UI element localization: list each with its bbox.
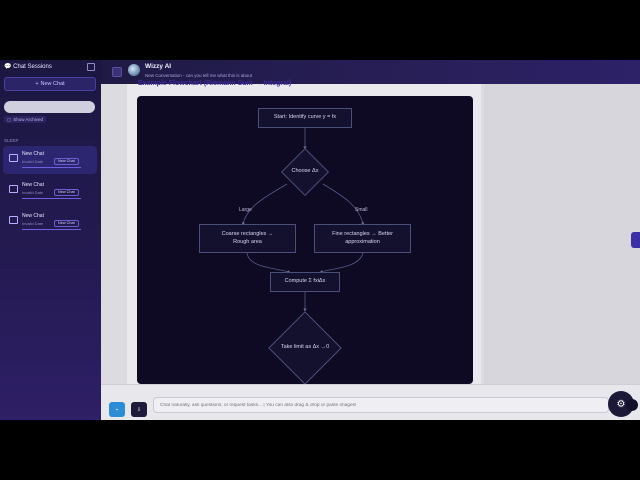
assistant-avatar [128, 64, 140, 76]
edge-label-large: Large [239, 207, 252, 213]
flow-node-coarse: Coarse rectangles →Rough area [199, 224, 296, 253]
plus-icon: + [35, 81, 39, 87]
session-title: New Chat [22, 213, 44, 219]
main-panel: Wizzy AI New Conversation - can you tell… [101, 60, 640, 420]
assistant-name: Wizzy AI [145, 63, 172, 70]
composer-bar: ⌁ ⇩ ⚙ [101, 384, 640, 420]
flow-node-compute: Compute Σ fxiΔx [270, 272, 340, 292]
voice-icon[interactable]: ⌁ [109, 402, 125, 417]
session-tag: New Chat [54, 158, 79, 165]
section-label: SLEEP [4, 138, 19, 143]
archive-icon: ▢ [7, 116, 12, 122]
session-title: New Chat [22, 151, 44, 157]
message-content: Example Flowchart (Riemann Sum → Integra… [127, 80, 481, 384]
session-divider [22, 167, 81, 168]
session-item[interactable]: New Chat Invalid Date New Chat [3, 146, 97, 174]
flow-decision-label: Take limit as Δx →0 [280, 344, 330, 350]
session-item[interactable]: New Chat Invalid Date New Chat [3, 208, 97, 236]
session-date: Invalid Date [22, 159, 44, 164]
right-panel [484, 84, 640, 384]
session-tag: New Chat [54, 189, 79, 196]
chat-icon [9, 216, 18, 224]
side-panel-toggle-icon[interactable] [631, 232, 640, 248]
chat-bubble-icon: 💬 [4, 64, 12, 70]
theme-toggle-icon[interactable] [626, 399, 638, 411]
session-search-input[interactable] [4, 101, 95, 113]
sidebar-title: 💬 Chat Sessions [4, 64, 52, 70]
session-date: Invalid Date [22, 190, 44, 195]
app-window: 💬 Chat Sessions + New Chat ▢ Show Archiv… [0, 60, 640, 420]
conversation-subtitle: New Conversation - can you tell me what … [145, 73, 253, 78]
chat-header: Wizzy AI New Conversation - can you tell… [101, 60, 640, 84]
edge-label-small: Small [355, 207, 368, 213]
flowchart-diagram: Start: Identify curve y = fx Choose Δx L… [137, 96, 473, 384]
download-icon[interactable]: ⇩ [131, 402, 147, 417]
session-divider [22, 198, 81, 199]
show-archived-button[interactable]: ▢ Show Archived [4, 116, 47, 123]
toggle-sidebar-icon[interactable] [112, 67, 122, 77]
chat-icon [9, 154, 18, 162]
session-divider [22, 229, 81, 230]
collapse-sidebar-icon[interactable] [87, 63, 95, 71]
session-item[interactable]: New Chat Invalid Date New Chat [3, 177, 97, 205]
flow-node-start: Start: Identify curve y = fx [258, 108, 352, 128]
session-tag: New Chat [54, 220, 79, 227]
new-chat-button[interactable]: + New Chat [4, 77, 96, 91]
chat-input[interactable] [153, 397, 609, 413]
chat-icon [9, 185, 18, 193]
sidebar: 💬 Chat Sessions + New Chat ▢ Show Archiv… [0, 60, 101, 420]
flowchart-heading: Example Flowchart (Riemann Sum → Integra… [138, 80, 292, 87]
flow-decision-label: Choose Δx [291, 168, 319, 174]
session-title: New Chat [22, 182, 44, 188]
session-date: Invalid Date [22, 221, 44, 226]
